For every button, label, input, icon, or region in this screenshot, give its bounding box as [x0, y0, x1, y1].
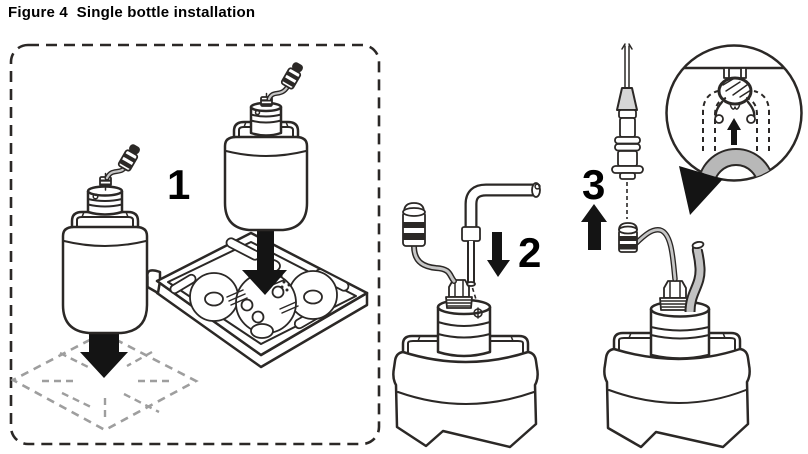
probe-connector	[611, 43, 644, 180]
step2-cable	[411, 243, 457, 284]
figure-title: Figure 4 Single bottle installation	[8, 4, 256, 21]
step2-bottle	[392, 202, 539, 449]
large-bottle-tube	[266, 83, 291, 102]
step3-gray-tube	[684, 240, 706, 313]
step2-group: 2	[392, 182, 541, 449]
step3-group: 3	[581, 43, 803, 449]
tray-hatch-marks	[226, 275, 299, 314]
step3-bottle	[603, 222, 751, 449]
step2-cap-nut	[445, 279, 473, 309]
large-bottle	[223, 62, 309, 232]
step3-label: 3	[582, 161, 605, 208]
down-arrow-step2-icon	[487, 232, 510, 277]
detail-inset	[665, 44, 803, 215]
small-bottle	[61, 144, 149, 335]
inset-circle	[665, 44, 803, 182]
step2-elbow-tube	[461, 182, 541, 302]
inset-tube-arch	[696, 148, 776, 181]
small-bottle-connector-plug	[117, 144, 140, 172]
floor-outline	[10, 331, 199, 432]
step3-cable	[628, 227, 678, 282]
inset-callout-triangle	[679, 166, 723, 215]
step1-panel: 1	[9, 43, 381, 446]
step1-label: 1	[167, 161, 190, 208]
down-arrow-step1-icon	[242, 228, 287, 295]
step2-label: 2	[518, 229, 541, 276]
floor-marks	[42, 350, 174, 422]
inset-up-arrow-icon	[727, 118, 741, 145]
inset-dashed-tube-outline	[702, 90, 770, 151]
up-arrow-step3-icon	[581, 204, 607, 250]
step3-connector-plug	[618, 222, 638, 253]
large-bottle-connector-plug	[280, 62, 303, 90]
bottle-tray	[146, 231, 369, 369]
tray-dots	[280, 280, 291, 292]
step1-dashed-border	[9, 43, 381, 446]
step2-connector-plug	[402, 202, 426, 247]
